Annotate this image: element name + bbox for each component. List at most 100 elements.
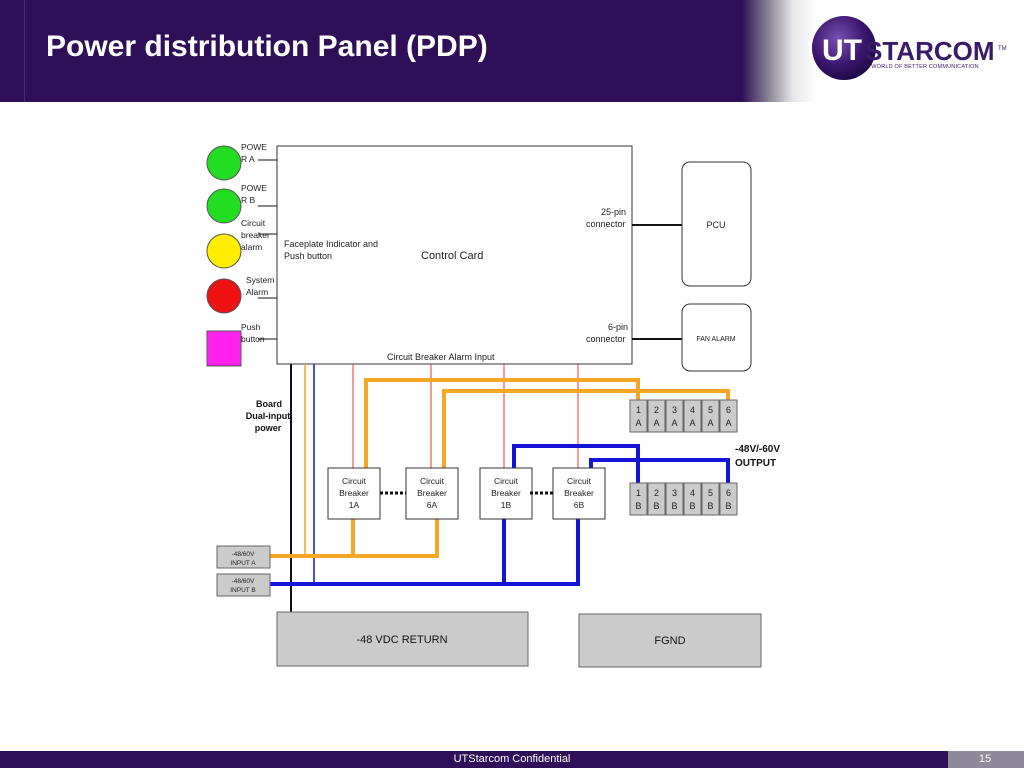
terminal-number: 6 xyxy=(726,488,731,498)
input-b-box xyxy=(216,573,271,597)
globe-icon xyxy=(812,16,876,80)
terminal-letter: A xyxy=(653,418,659,428)
terminal-4a: 4A xyxy=(683,399,702,433)
breaker-box xyxy=(552,467,606,520)
indicator-label: alarm xyxy=(241,242,262,252)
page-number: 15 xyxy=(978,753,992,765)
breaker-label: 6A xyxy=(427,500,438,510)
footer-text: UTStarcom Confidential xyxy=(453,753,571,765)
input-a-box xyxy=(216,545,271,569)
indicator-1: POWE R A xyxy=(206,142,277,181)
input-a-line-1: -48/60V xyxy=(232,551,255,558)
terminal-letter: B xyxy=(707,501,713,511)
breaker-label: 1B xyxy=(501,500,512,510)
terminal-letter: A xyxy=(689,418,695,428)
board-power-line-2: Dual-input xyxy=(246,411,291,421)
return-box xyxy=(276,611,529,667)
indicator-label: R B xyxy=(241,195,256,205)
terminal-3b: 3B xyxy=(665,482,684,516)
terminal-letter: A xyxy=(635,418,641,428)
terminal-2a: 2A xyxy=(647,399,666,433)
footer-bar xyxy=(0,751,1024,768)
input-a-wire-6a xyxy=(353,519,439,558)
terminal-number: 3 xyxy=(672,405,677,415)
terminal-letter: B xyxy=(725,501,731,511)
terminal-3a: 3A xyxy=(665,399,684,433)
indicator-label: POWE xyxy=(241,142,267,152)
input-a-line-2: INPUT A xyxy=(230,560,256,567)
terminal-number: 4 xyxy=(690,405,695,415)
push-button-icon[interactable] xyxy=(206,330,242,367)
logo-starcom: STARCOM xyxy=(865,36,995,66)
pcu-label: PCU xyxy=(706,220,725,230)
logo-tm: TM xyxy=(998,46,1007,52)
indicator-label: R A xyxy=(241,154,255,164)
terminal-number: 1 xyxy=(636,405,641,415)
pin25-line-1: 25-pin xyxy=(601,207,626,217)
breaker-label: Breaker xyxy=(491,488,521,498)
terminal-1b: 1B xyxy=(629,482,648,516)
breaker-group: CircuitBreaker1ACircuitBreaker6ACircuitB… xyxy=(327,467,606,520)
breaker-label: Circuit xyxy=(420,476,445,486)
indicator-label: Alarm xyxy=(246,287,268,297)
fgnd-box xyxy=(578,613,762,668)
terminal-box xyxy=(701,399,720,433)
terminal-number: 5 xyxy=(708,488,713,498)
terminal-5b: 5B xyxy=(701,482,720,516)
breaker-label: Breaker xyxy=(339,488,369,498)
input-b-line-2: INPUT B xyxy=(230,587,256,594)
terminal-number: 5 xyxy=(708,405,713,415)
pin6-line-1: 6-pin xyxy=(608,322,628,332)
output-line-2: OUTPUT xyxy=(735,458,776,469)
terminal-number: 3 xyxy=(672,488,677,498)
terminal-box xyxy=(647,482,666,516)
terminal-box xyxy=(719,482,738,516)
faceplate-line-1: Faceplate Indicator and xyxy=(284,239,378,249)
return-label: -48 VDC RETURN xyxy=(356,634,447,646)
fgnd-label: FGND xyxy=(654,635,685,647)
output-line-1: -48V/-60V xyxy=(735,444,780,455)
output-wire-1b xyxy=(512,444,640,483)
terminal-6b: 6B xyxy=(719,482,738,516)
output-wire-6b xyxy=(589,458,730,483)
terminal-box xyxy=(701,482,720,516)
terminal-box xyxy=(683,399,702,433)
terminal-number: 6 xyxy=(726,405,731,415)
terminal-letter: A xyxy=(725,418,731,428)
breaker-label: Breaker xyxy=(564,488,594,498)
terminal-letter: A xyxy=(671,418,677,428)
terminal-letter: B xyxy=(653,501,659,511)
header-divider xyxy=(24,0,25,102)
breaker-label: Circuit xyxy=(567,476,592,486)
terminal-box xyxy=(629,399,648,433)
terminal-number: 2 xyxy=(654,405,659,415)
terminal-number: 1 xyxy=(636,488,641,498)
terminal-4b: 4B xyxy=(683,482,702,516)
indicator-label: button xyxy=(241,334,265,344)
pcu-box xyxy=(681,161,752,287)
breaker-label: Circuit xyxy=(342,476,367,486)
indicator-label: breaker xyxy=(241,230,270,240)
utstarcom-logo: UT STARCOM TM A WORLD OF BETTER COMMUNIC… xyxy=(812,16,1007,80)
fan-alarm-label: FAN ALARM xyxy=(696,336,735,343)
terminal-5a: 5A xyxy=(701,399,720,433)
input-b-line-1: -48/60V xyxy=(232,578,255,585)
indicator-label: System xyxy=(246,275,274,285)
terminal-1a: 1A xyxy=(629,399,648,433)
terminal-box xyxy=(719,399,738,433)
fan-alarm-box xyxy=(681,303,752,372)
pin6-line-2: connector xyxy=(586,334,626,344)
breaker-label: Breaker xyxy=(417,488,447,498)
indicator-label: Circuit xyxy=(241,218,266,228)
faceplate-line-2: Push button xyxy=(284,251,332,261)
logo-area: UT STARCOM TM A WORLD OF BETTER COMMUNIC… xyxy=(742,0,1024,102)
pin25-line-2: connector xyxy=(586,219,626,229)
